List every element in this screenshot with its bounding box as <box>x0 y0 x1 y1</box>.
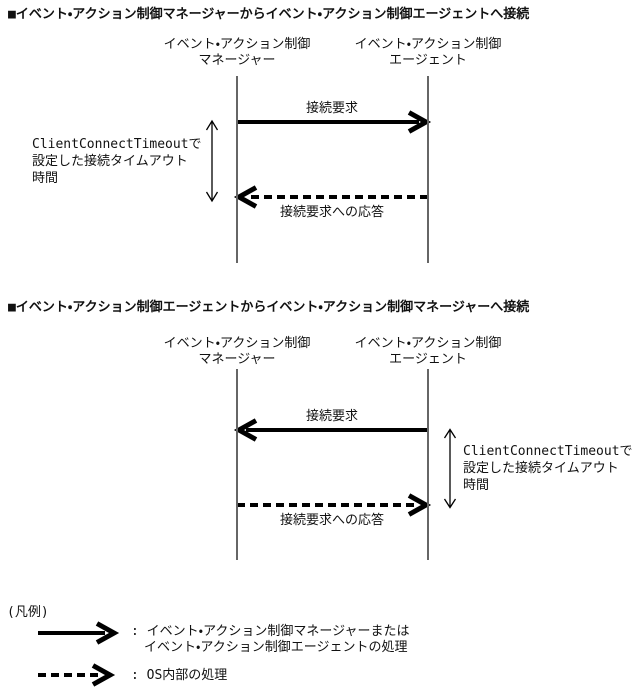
diagram1-timeout-note-line2: 設定した接続タイムアウト <box>32 154 188 169</box>
legend-solid-arrow-meaning-line1: : イベント・アクション制御マネージャーまたは <box>131 624 410 639</box>
diagram2-agent-header: イベント・アクション制御 エージェント <box>355 336 502 368</box>
diagram1-agent-header: イベント・アクション制御 エージェント <box>355 37 502 69</box>
legend-solid-arrow-meaning-line2: イベント・アクション制御エージェントの処理 <box>144 640 408 655</box>
d1-timeout-span-top-arrowhead-icon <box>205 119 219 131</box>
d2-response-arrowhead-icon <box>407 493 432 517</box>
diagram1-manager-lifeline <box>236 76 238 263</box>
diagram1-manager-header-line1: イベント・アクション制御 <box>163 37 311 52</box>
diagram1-request-label: 接続要求 <box>305 101 359 116</box>
diagram1-title: ■イベント・アクション制御マネージャーからイベント・アクション制御エージェントへ… <box>8 7 530 22</box>
diagram2-title: ■イベント・アクション制御エージェントからイベント・アクション制御マネージャーへ… <box>8 300 530 315</box>
d1-request-arrowhead-icon <box>407 110 432 134</box>
diagram2-timeout-note-line2: 設定した接続タイムアウト <box>463 461 619 476</box>
diagram2-agent-lifeline <box>427 369 429 560</box>
d1-timeout-span-bottom-arrowhead-icon <box>205 191 219 203</box>
diagram2-manager-header-line1: イベント・アクション制御 <box>163 336 311 351</box>
diagram2-manager-lifeline <box>236 369 238 560</box>
diagram2-response-label: 接続要求への応答 <box>279 513 385 528</box>
diagram2-agent-header-line2: エージェント <box>389 352 467 367</box>
legend-dashed-arrow-meaning: : OS内部の処理 <box>131 668 228 683</box>
diagram1-timeout-note-line1: ClientConnectTimeoutで <box>32 137 202 152</box>
diagram1-manager-header-line2: マネージャー <box>198 53 276 68</box>
diagram1-agent-lifeline <box>427 76 429 263</box>
diagram2-timeout-note-line1: ClientConnectTimeoutで <box>463 444 633 459</box>
diagram1-timeout-note-line3: 時間 <box>32 171 59 186</box>
legend-heading: (凡例) <box>7 605 49 620</box>
diagram2-agent-header-line1: イベント・アクション制御 <box>354 336 502 351</box>
diagram1-timeout-note: ClientConnectTimeoutで 設定した接続タイムアウト 時間 <box>32 136 202 187</box>
diagram1-manager-header: イベント・アクション制御 マネージャー <box>164 37 311 69</box>
diagram2-manager-header-line2: マネージャー <box>198 352 276 367</box>
d2-timeout-span-bottom-arrowhead-icon <box>443 498 457 509</box>
diagram2-timeout-note-line3: 時間 <box>463 478 490 493</box>
d1-response-arrowhead-icon <box>233 185 258 209</box>
diagram1-agent-header-line2: エージェント <box>389 53 467 68</box>
diagram1-agent-header-line1: イベント・アクション制御 <box>354 37 502 52</box>
diagram2-timeout-note: ClientConnectTimeoutで 設定した接続タイムアウト 時間 <box>463 443 633 494</box>
diagram2-manager-header: イベント・アクション制御 マネージャー <box>164 336 311 368</box>
legend-solid-arrow-meaning: : イベント・アクション制御マネージャーまたは イベント・アクション制御エージェ… <box>131 624 410 656</box>
d2-timeout-span-top-arrowhead-icon <box>443 428 457 439</box>
diagram1-response-label: 接続要求への応答 <box>279 205 385 220</box>
d2-request-arrowhead-icon <box>233 418 258 442</box>
diagram2-request-label: 接続要求 <box>305 409 359 424</box>
legend-solid-arrowhead-icon <box>95 621 120 645</box>
legend-dashed-arrowhead-icon <box>91 663 116 687</box>
